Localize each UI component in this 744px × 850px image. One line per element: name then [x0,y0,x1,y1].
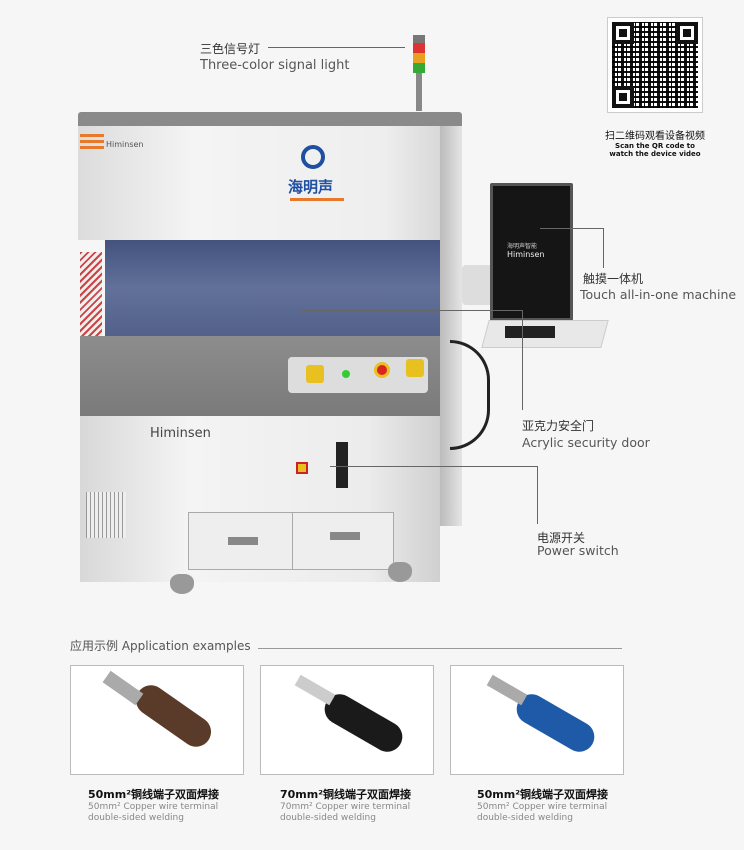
qr-caption-en-2: watch the device video [609,150,701,158]
example-desc: double-sided welding [477,813,573,823]
drawer[interactable] [188,512,394,570]
signal-light [413,35,425,111]
emergency-stop-button[interactable] [374,362,390,378]
example-desc: 70mm² Copper wire terminal [280,802,411,812]
power-switch[interactable] [296,462,308,474]
example-title: 70mm²铜线端子双面焊接 [280,788,412,801]
signal-light-label-en: Three-color signal light [200,58,350,73]
example-title: 50mm²铜线端子双面焊接 [477,788,609,801]
door-label-en: Acrylic security door [522,435,650,450]
example-card [450,665,624,775]
qr-caption-en-1: Scan the QR code to [615,142,695,150]
touch-label-cn: 触摸一体机 [583,272,644,286]
acrylic-door [105,240,440,336]
screen-brand-cn: 海明声智能 [507,243,538,250]
example-card [70,665,244,775]
examples-heading: 应用示例 Application examples [70,639,251,653]
machine-brand-small: Himinsen [106,140,144,149]
machine-brand-lower: Himinsen [150,426,211,441]
green-button[interactable] [342,370,350,378]
yellow-button[interactable] [306,365,324,383]
example-desc: double-sided welding [280,813,376,823]
logo-icon [301,145,325,169]
signal-light-label-cn: 三色信号灯 [200,42,261,56]
touch-label-en: Touch all-in-one machine [580,287,737,302]
door-label-cn: 亚克力安全门 [522,419,595,433]
example-desc: 50mm² Copper wire terminal [88,802,219,812]
power-label-en: Power switch [537,543,619,558]
example-title: 50mm²铜线端子双面焊接 [88,788,220,801]
yellow-button[interactable] [406,359,424,377]
machine-brand-cn: 海明声 [288,178,334,196]
example-desc: double-sided welding [88,813,184,823]
machine: Himinsen 海明声 Himinsen [78,112,462,594]
power-label-cn: 电源开关 [537,531,586,545]
keyboard[interactable] [505,326,555,338]
qr-code[interactable] [607,17,703,113]
touch-monitor[interactable]: 海明声智能 Himinsen [490,183,573,321]
example-card [260,665,434,775]
qr-caption-cn: 扫二维码观看设备视频 [605,131,705,142]
example-desc: 50mm² Copper wire terminal [477,802,608,812]
screen-brand-en: Himinsen [507,250,545,259]
